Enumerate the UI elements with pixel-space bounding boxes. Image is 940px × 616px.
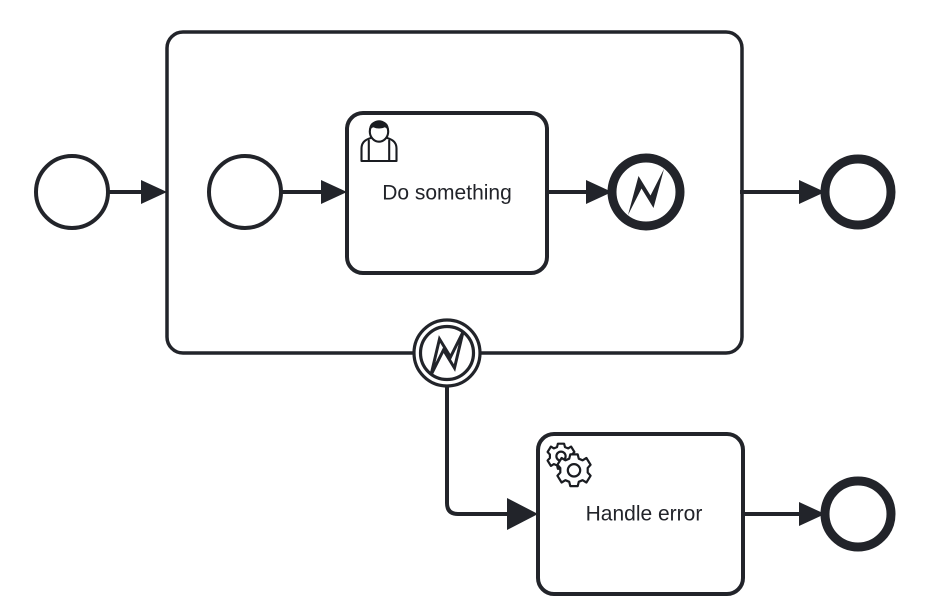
flow-arrowhead xyxy=(321,180,347,204)
flow-arrowhead xyxy=(799,180,825,204)
flow-arrowhead xyxy=(141,180,167,204)
error-bolt-filled-icon xyxy=(628,169,664,215)
user-task-label: Do something xyxy=(382,182,512,205)
error-end-event[interactable] xyxy=(607,153,685,231)
user-icon-shoulder-lines xyxy=(367,139,391,163)
gear-icon-large xyxy=(556,453,592,488)
start-event-circle[interactable] xyxy=(34,154,110,230)
gear-icon xyxy=(546,442,592,488)
error-bolt-outline-icon xyxy=(429,331,465,376)
boundary-event-outer-ring[interactable] xyxy=(412,318,482,388)
service-task-label: Handle error xyxy=(586,503,703,526)
flow-service-task-to-end[interactable] xyxy=(741,502,825,526)
user-icon-hair xyxy=(369,120,389,132)
flow-arrowhead xyxy=(586,180,612,204)
user-icon xyxy=(360,120,398,163)
user-task[interactable]: Do something xyxy=(345,111,549,275)
flow-subprocess-to-outer-end[interactable] xyxy=(740,180,825,204)
boundary-event-inner-ring[interactable] xyxy=(418,324,476,382)
flow-line-segment xyxy=(445,384,510,516)
gear-icon-large-hub xyxy=(566,463,582,478)
flow-boundary-to-service-task[interactable] xyxy=(445,384,538,530)
inner-start-event[interactable] xyxy=(207,154,283,230)
flow-inner-start-to-user-task[interactable] xyxy=(279,180,347,204)
error-flow-end-event[interactable] xyxy=(820,476,896,552)
flow-arrowhead xyxy=(799,502,825,526)
service-task[interactable]: Handle error xyxy=(536,432,745,596)
error-boundary-event[interactable] xyxy=(412,318,482,388)
outer-start-event[interactable] xyxy=(34,154,110,230)
outer-end-event[interactable] xyxy=(820,154,896,230)
start-event-circle[interactable] xyxy=(207,154,283,230)
end-event-circle[interactable] xyxy=(820,476,896,552)
flow-user-task-to-error-end[interactable] xyxy=(545,180,612,204)
flow-outer-start-to-subprocess[interactable] xyxy=(106,180,167,204)
end-event-circle[interactable] xyxy=(820,154,896,230)
gear-icon-large-body xyxy=(556,453,592,488)
flow-arrowhead xyxy=(507,498,538,530)
